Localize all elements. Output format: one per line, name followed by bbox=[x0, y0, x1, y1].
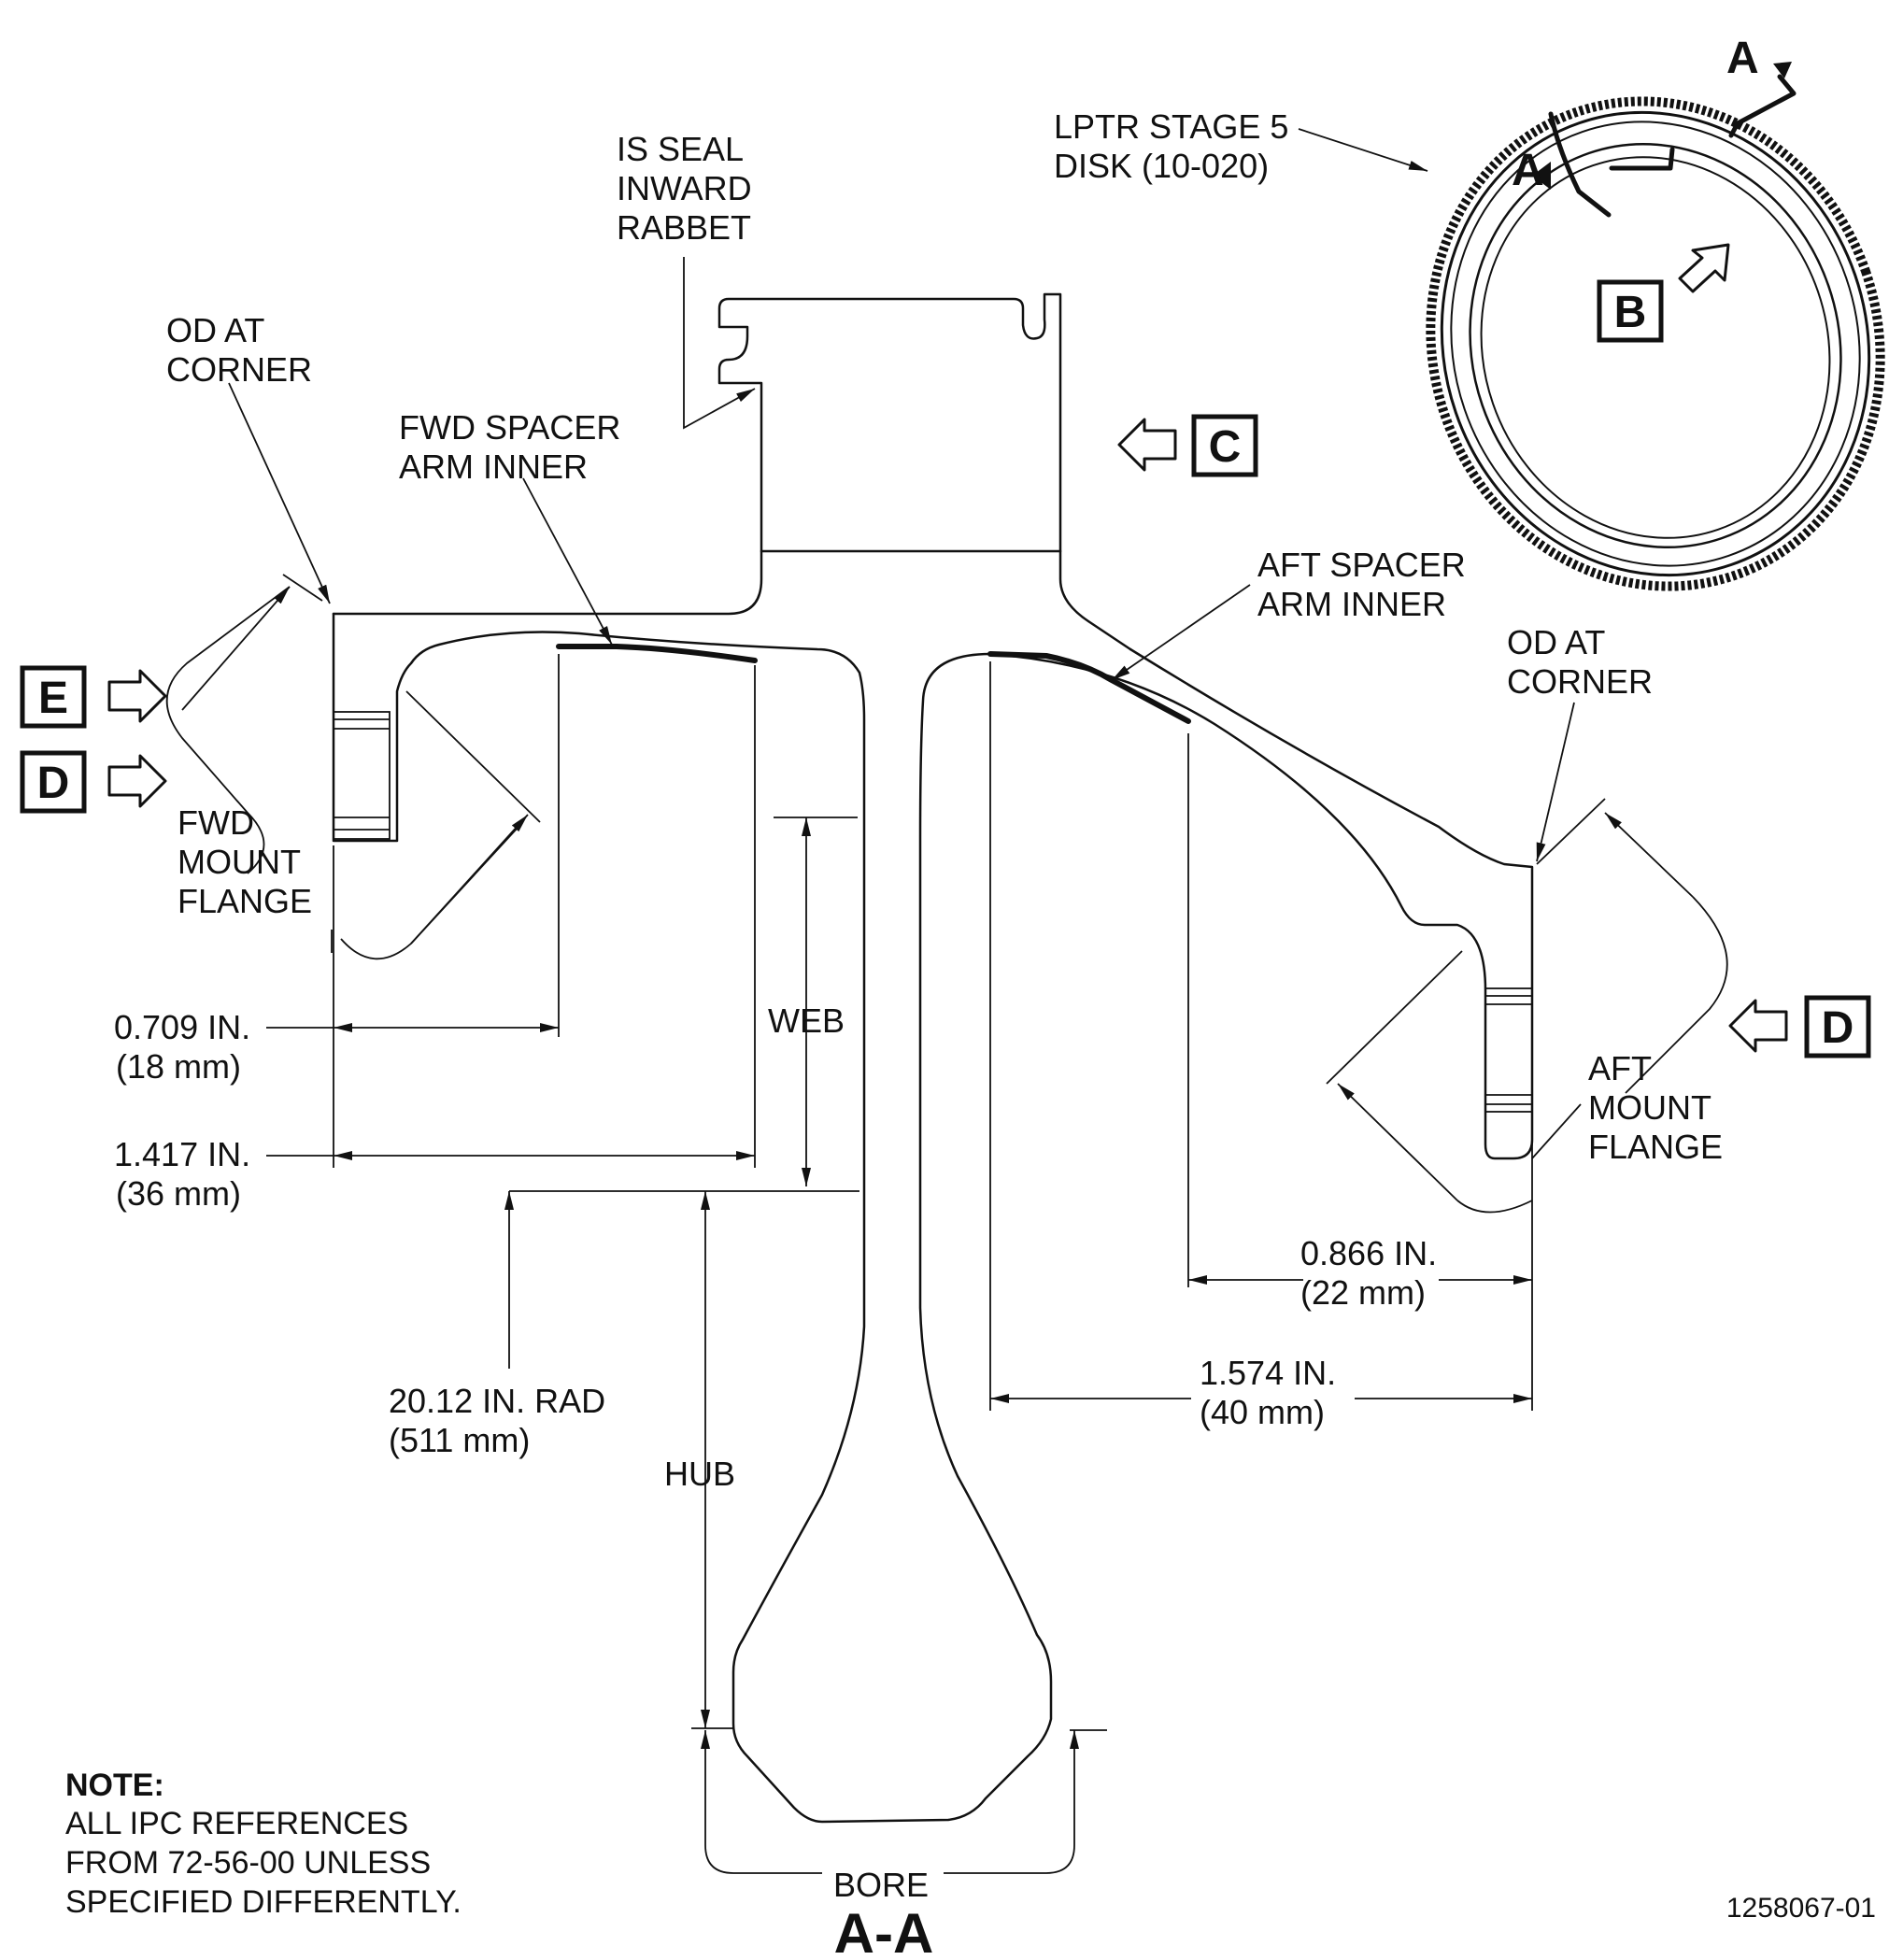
svg-text:SPECIFIED DIFFERENTLY.: SPECIFIED DIFFERENTLY. bbox=[65, 1884, 462, 1920]
view-arrow-b bbox=[1678, 243, 1730, 293]
svg-text:(36 mm): (36 mm) bbox=[116, 1174, 241, 1213]
svg-text:AFT: AFT bbox=[1588, 1049, 1652, 1087]
svg-text:MOUNT: MOUNT bbox=[178, 843, 301, 881]
view-arrow-d-right bbox=[1728, 999, 1788, 1053]
svg-text:CORNER: CORNER bbox=[1507, 662, 1653, 701]
disk-perspective-view bbox=[1426, 62, 1885, 591]
view-marker-b: B bbox=[1597, 243, 1730, 343]
svg-text:OD AT: OD AT bbox=[166, 311, 264, 349]
flange-angle-dimensions bbox=[165, 574, 1728, 1214]
svg-text:0.709 IN.: 0.709 IN. bbox=[114, 1008, 250, 1046]
svg-text:1.574 IN.: 1.574 IN. bbox=[1200, 1354, 1336, 1392]
view-letter-d-right: D bbox=[1822, 1003, 1854, 1053]
view-letter-c: C bbox=[1209, 422, 1242, 472]
dimension-lines bbox=[266, 654, 1533, 1874]
svg-text:INWARD: INWARD bbox=[617, 169, 752, 207]
svg-text:1.417 IN.: 1.417 IN. bbox=[114, 1135, 250, 1173]
note-block: NOTE: ALL IPC REFERENCES FROM 72-56-00 U… bbox=[65, 1768, 462, 1920]
svg-text:AFT SPACER: AFT SPACER bbox=[1257, 546, 1466, 584]
svg-text:RABBET: RABBET bbox=[617, 208, 751, 247]
section-letter-a-top: A bbox=[1726, 34, 1759, 83]
svg-text:20.12 IN. RAD: 20.12 IN. RAD bbox=[389, 1382, 605, 1420]
view-letter-d-left: D bbox=[37, 759, 70, 808]
svg-text:LPTR STAGE 5: LPTR STAGE 5 bbox=[1054, 107, 1288, 146]
view-letter-b: B bbox=[1614, 288, 1647, 337]
section-title: A-A bbox=[834, 1902, 934, 1960]
dim-2012: 20.12 IN. RAD (511 mm) bbox=[389, 1382, 605, 1459]
view-arrow-d-left bbox=[107, 754, 167, 808]
label-hub: HUB bbox=[664, 1455, 735, 1493]
figure-reference: 1258067-01 bbox=[1726, 1893, 1876, 1924]
dim-0709: 0.709 IN. (18 mm) bbox=[114, 1008, 250, 1086]
dim-1574: 1.574 IN. (40 mm) bbox=[1200, 1354, 1336, 1431]
view-marker-d-left: D bbox=[20, 750, 167, 814]
svg-text:CORNER: CORNER bbox=[166, 350, 312, 389]
disk-section-outline bbox=[332, 292, 1534, 1824]
svg-text:FWD SPACER: FWD SPACER bbox=[399, 408, 620, 447]
svg-text:0.866 IN.: 0.866 IN. bbox=[1300, 1234, 1437, 1272]
label-fwd-mount-flange: FWD MOUNT FLANGE bbox=[178, 803, 312, 920]
label-web: WEB bbox=[768, 1001, 845, 1040]
label-lptr-disk: LPTR STAGE 5 DISK (10-020) bbox=[1054, 107, 1288, 185]
svg-text:(18 mm): (18 mm) bbox=[116, 1047, 241, 1086]
svg-text:FLANGE: FLANGE bbox=[1588, 1128, 1723, 1166]
label-fwd-spacer: FWD SPACER ARM INNER bbox=[399, 408, 620, 486]
svg-text:DISK (10-020): DISK (10-020) bbox=[1054, 147, 1269, 185]
view-marker-e: E bbox=[20, 665, 167, 729]
label-is-seal: IS SEAL INWARD RABBET bbox=[617, 130, 752, 247]
svg-text:FWD: FWD bbox=[178, 803, 254, 842]
svg-text:OD AT: OD AT bbox=[1507, 623, 1605, 661]
svg-text:(40 mm): (40 mm) bbox=[1200, 1393, 1325, 1431]
view-arrow-e bbox=[107, 669, 167, 723]
label-aft-mount-flange: AFT MOUNT FLANGE bbox=[1588, 1049, 1723, 1166]
svg-text:ARM INNER: ARM INNER bbox=[399, 447, 588, 486]
dim-0866: 0.866 IN. (22 mm) bbox=[1300, 1234, 1437, 1312]
view-letter-e: E bbox=[38, 674, 68, 723]
note-heading: NOTE: bbox=[65, 1768, 164, 1803]
view-marker-d-right: D bbox=[1728, 995, 1871, 1058]
svg-text:MOUNT: MOUNT bbox=[1588, 1088, 1711, 1127]
svg-text:IS SEAL: IS SEAL bbox=[617, 130, 744, 168]
label-od-corner-aft: OD AT CORNER bbox=[1507, 623, 1653, 701]
view-marker-c: C bbox=[1117, 414, 1258, 477]
dim-1417: 1.417 IN. (36 mm) bbox=[114, 1135, 250, 1213]
label-bore: BORE bbox=[833, 1866, 929, 1904]
section-letter-a-left: A bbox=[1512, 146, 1544, 195]
label-aft-spacer: AFT SPACER ARM INNER bbox=[1257, 546, 1466, 623]
svg-text:FROM 72-56-00 UNLESS: FROM 72-56-00 UNLESS bbox=[65, 1845, 431, 1881]
svg-text:(511 mm): (511 mm) bbox=[389, 1421, 530, 1459]
leader-lines bbox=[228, 128, 1582, 1159]
svg-text:(22 mm): (22 mm) bbox=[1300, 1273, 1426, 1312]
svg-text:ALL IPC REFERENCES: ALL IPC REFERENCES bbox=[65, 1806, 408, 1841]
svg-text:FLANGE: FLANGE bbox=[178, 882, 312, 920]
label-od-corner-fwd: OD AT CORNER bbox=[166, 311, 312, 389]
view-arrow-c bbox=[1117, 418, 1177, 472]
svg-text:ARM INNER: ARM INNER bbox=[1257, 585, 1446, 623]
